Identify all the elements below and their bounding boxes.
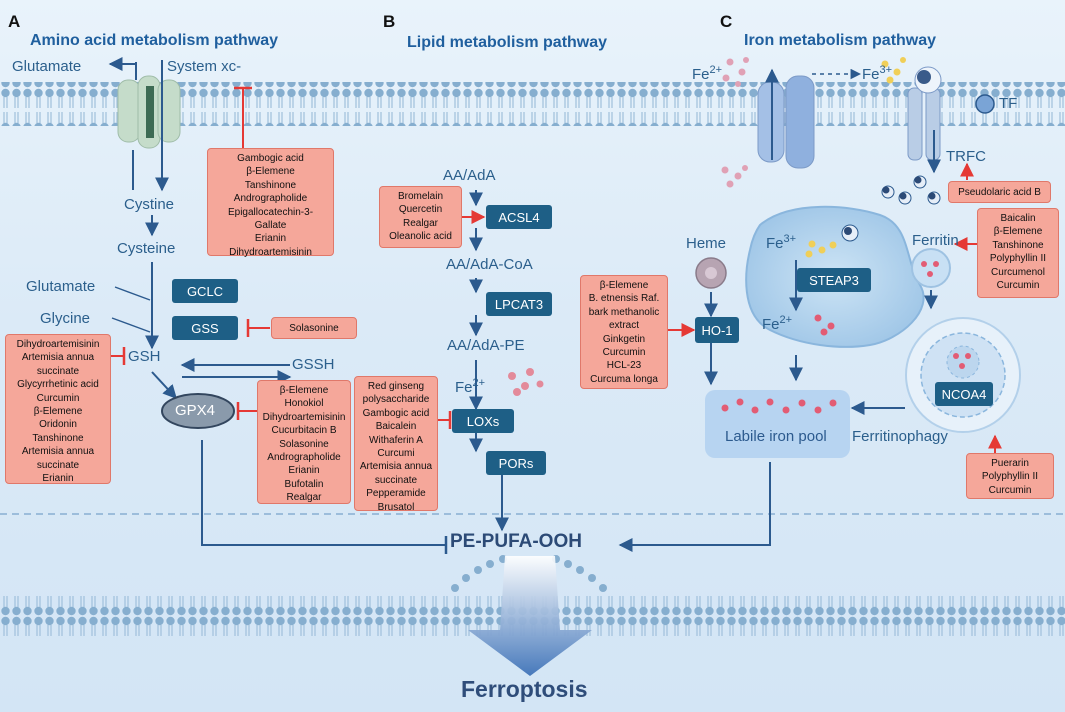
label-ferritinophagy: Ferritinophagy [852, 428, 948, 445]
lpcat3-box: LPCAT3 [486, 292, 552, 316]
panel-c-title: Iron metabolism pathway [744, 32, 937, 49]
loxs-box: LOXs [452, 409, 514, 433]
label-pe-pufa-ooh: PE-PUFA-OOH [450, 531, 582, 552]
panel-a-letter: A [8, 12, 21, 31]
label-ferritin: Ferritin [912, 232, 959, 249]
label-cysteine: Cysteine [117, 240, 176, 257]
fe2-dots-top [722, 57, 749, 87]
label-tf: TF [999, 95, 1018, 112]
ho1-box: HO-1 [695, 317, 739, 343]
label-system-xc: System xc- [167, 58, 242, 75]
label-heme: Heme [686, 235, 727, 252]
label-gsh: GSH [128, 348, 161, 365]
labile-iron-dots [721, 398, 837, 414]
label-trfc: TRFC [946, 148, 986, 165]
label-fe2-b: Fe2+ [455, 377, 486, 396]
system-xc-transporter [117, 75, 181, 149]
label-ferroptosis: Ferroptosis [461, 676, 588, 702]
label-aa-ada-pe: AA/AdA-PE [447, 337, 525, 354]
gclc-box: GCLC [172, 279, 238, 303]
ferritin-shape [911, 248, 951, 288]
label-aa-ada: AA/AdA [443, 167, 496, 184]
pors-box: PORs [486, 451, 546, 475]
tf-legend-dot [975, 94, 995, 114]
label-gpx4: GPX4 [175, 402, 216, 419]
label-fe2-in: Fe2+ [762, 314, 793, 333]
label-fe2-top: Fe2+ [692, 64, 723, 83]
fe3-dots-endosome [805, 240, 837, 258]
acsl4-box: ACSL4 [486, 205, 552, 229]
label-fe3-top: Fe3+ [862, 64, 893, 83]
drug-box-gss: Solasonine [271, 317, 357, 339]
trfc-receptor [907, 66, 942, 161]
label-glutamate-out: Glutamate [12, 58, 82, 75]
label-aa-ada-coa: AA/AdA-CoA [446, 256, 533, 273]
ferroptosis-funnel-arrow [468, 556, 592, 676]
label-gssh: GSSH [292, 356, 335, 373]
panel-b-title: Lipid metabolism pathway [407, 34, 608, 51]
panel-c-letter: C [720, 12, 733, 31]
label-labile-iron-pool: Labile iron pool [725, 428, 827, 445]
drug-box-trfc: Pseudolaric acid B [948, 181, 1051, 203]
label-cystine: Cystine [124, 196, 175, 213]
label-fe3-in: Fe3+ [766, 233, 797, 252]
ncoa4-box: NCOA4 [935, 382, 993, 406]
fe2-dots-endosome [814, 314, 835, 336]
panel-a-title: Amino acid metabolism pathway [30, 32, 279, 49]
label-glutamate: Glutamate [26, 278, 96, 295]
gpx4-shape [161, 393, 235, 429]
steap3-box: STEAP3 [797, 268, 871, 292]
gss-box: GSS [172, 316, 238, 340]
label-glycine: Glycine [40, 310, 91, 327]
fe-dots-cytoplasm [721, 165, 748, 188]
iron-channel [757, 75, 815, 169]
tf-endocytosis-dots [881, 175, 941, 205]
panel-b-letter: B [383, 12, 396, 31]
iron-dots-b [508, 368, 544, 396]
fe3-dots-top [881, 57, 906, 84]
labile-iron-pool-box [705, 390, 850, 458]
